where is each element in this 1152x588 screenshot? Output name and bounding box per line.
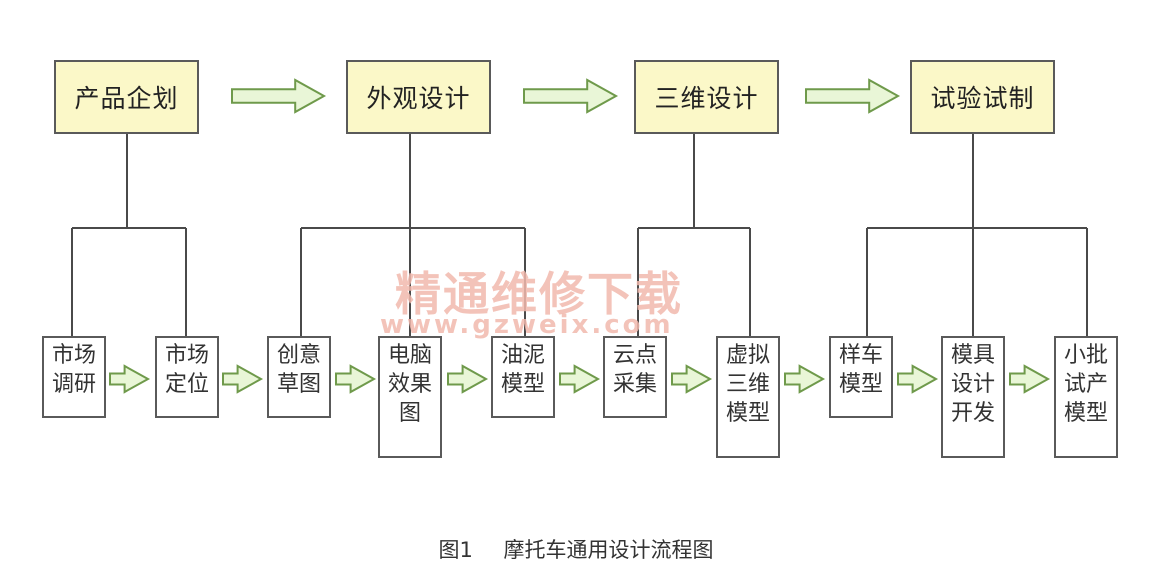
- step-box: 小批试产模型: [1054, 336, 1118, 458]
- step-line: 效果: [387, 372, 432, 397]
- step-arrow: [671, 364, 713, 394]
- watermark-url: www.gzweix.com: [380, 310, 674, 340]
- step-arrow: [109, 364, 151, 394]
- step-box: 创意草图: [267, 336, 331, 418]
- step-arrow: [447, 364, 489, 394]
- step-box: 市场定位: [155, 336, 219, 418]
- step-line: 图: [398, 401, 421, 426]
- step-box: 云点采集: [603, 336, 667, 418]
- caption-number: 图1: [438, 538, 473, 562]
- step-line: 三维: [725, 372, 770, 397]
- step-line: 创意: [276, 343, 321, 368]
- step-box: 电脑效果图: [378, 336, 442, 458]
- step-line: 模型: [1063, 401, 1108, 426]
- step-line: 试产: [1063, 372, 1108, 397]
- stage-label: 产品企划: [74, 84, 179, 113]
- stage-label: 试验试制: [930, 84, 1035, 113]
- step-line: 样车: [838, 343, 883, 368]
- step-line: 云点: [612, 343, 657, 368]
- step-arrow: [897, 364, 939, 394]
- figure-caption: 图1 摩托车通用设计流程图: [0, 534, 1152, 564]
- step-line: 模型: [725, 401, 770, 426]
- stage-arrow: [805, 78, 901, 114]
- step-line: 虚拟: [725, 343, 770, 368]
- step-line: 设计: [950, 372, 995, 397]
- step-arrow: [559, 364, 601, 394]
- step-line: 小批: [1063, 343, 1108, 368]
- step-line: 电脑: [387, 343, 432, 368]
- stage-box: 试验试制: [910, 60, 1055, 134]
- step-line: 市场: [164, 343, 209, 368]
- stage-arrow: [231, 78, 327, 114]
- watermark-text: 精通维修下载: [395, 267, 683, 321]
- step-arrow: [222, 364, 264, 394]
- step-line: 模具: [950, 343, 995, 368]
- stage-box: 三维设计: [634, 60, 779, 134]
- step-box: 虚拟三维模型: [716, 336, 780, 458]
- stage-box: 产品企划: [54, 60, 199, 134]
- step-box: 油泥模型: [491, 336, 555, 418]
- stage-label: 外观设计: [366, 84, 471, 113]
- tree-lines: [71, 134, 1088, 336]
- stage-arrow: [523, 78, 619, 114]
- step-box: 模具设计开发: [941, 336, 1005, 458]
- caption-title: 摩托车通用设计流程图: [503, 538, 714, 562]
- step-arrow: [335, 364, 377, 394]
- step-line: 采集: [612, 372, 657, 397]
- step-line: 模型: [838, 372, 883, 397]
- step-arrow: [1009, 364, 1051, 394]
- stage-box: 外观设计: [346, 60, 491, 134]
- step-line: 油泥: [500, 343, 545, 368]
- step-line: 市场: [51, 343, 96, 368]
- step-box: 市场调研: [42, 336, 106, 418]
- step-line: 模型: [500, 372, 545, 397]
- stage-label: 三维设计: [654, 84, 759, 113]
- step-line: 调研: [51, 372, 96, 397]
- step-line: 草图: [276, 372, 321, 397]
- step-arrow: [784, 364, 826, 394]
- step-box: 样车模型: [829, 336, 893, 418]
- step-line: 定位: [164, 372, 209, 397]
- step-line: 开发: [950, 401, 995, 426]
